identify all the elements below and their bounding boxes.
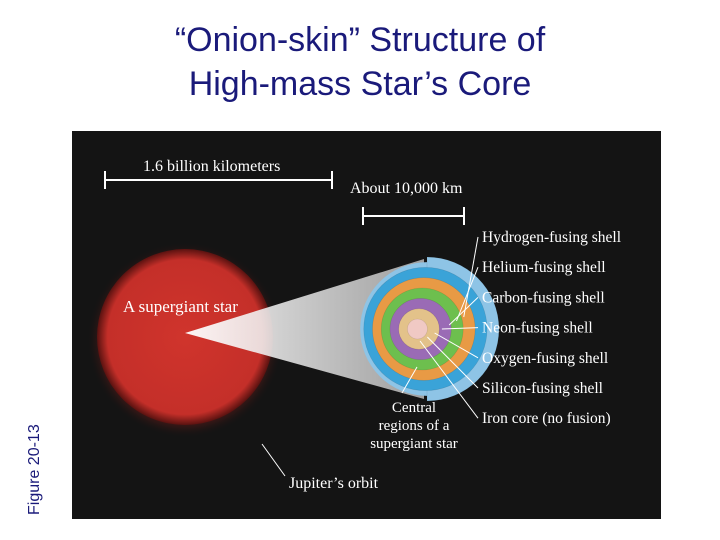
slide-title: “Onion-skin” Structure of High-mass Star… — [0, 18, 720, 106]
shell-leader-3 — [448, 297, 479, 326]
supergiant-star — [97, 249, 273, 425]
central-label-line-1: Central — [392, 400, 436, 416]
shell-label-6: Silicon-fusing shell — [482, 380, 603, 397]
jupiter-orbit-leader — [261, 443, 286, 477]
core-shells — [360, 256, 500, 402]
core-scale-bar — [362, 207, 465, 225]
core-scale-label: About 10,000 km — [350, 180, 463, 197]
shell-leader-1 — [463, 236, 479, 318]
central-regions-leader — [401, 366, 418, 394]
shell-leader-6 — [426, 336, 479, 389]
figure-caption: Figure 20-13 — [26, 424, 43, 515]
shell-label-7: Iron core (no fusion) — [482, 410, 611, 427]
star-scale-label: 1.6 billion kilometers — [143, 158, 280, 175]
central-label-line-2: regions of a — [379, 418, 450, 434]
shell-leader-4 — [441, 327, 479, 330]
leader-lines — [401, 236, 479, 419]
shell-label-4: Neon-fusing shell — [482, 320, 593, 337]
onion-skin-figure: 1.6 billion kilometers About 10,000 km H… — [72, 131, 661, 519]
onion-skin-diagram: 1.6 billion kilometers About 10,000 km H… — [72, 131, 661, 519]
star-label: A supergiant star — [123, 297, 238, 316]
shell-label-2: Helium-fusing shell — [482, 259, 606, 276]
shell-label-3: Carbon-fusing shell — [482, 289, 605, 306]
shell-leader-2 — [456, 267, 479, 322]
zoom-cone — [185, 259, 424, 399]
slide-title-line-1: “Onion-skin” Structure of — [174, 21, 546, 59]
shell-label-1: Hydrogen-fusing shell — [482, 229, 621, 246]
jupiter-orbit-label: Jupiter’s orbit — [289, 475, 379, 492]
shell-7 — [407, 318, 428, 340]
central-label-line-3: supergiant star — [370, 436, 458, 452]
star-scale-bar — [104, 171, 333, 189]
shell-leader-7 — [419, 340, 479, 419]
shell-leader-5 — [434, 332, 479, 359]
central-regions-label: Central regions of a supergiant star — [370, 400, 458, 452]
shell-label-5: Oxygen-fusing shell — [482, 350, 608, 367]
slide-title-line-2: High-mass Star’s Core — [188, 65, 532, 103]
